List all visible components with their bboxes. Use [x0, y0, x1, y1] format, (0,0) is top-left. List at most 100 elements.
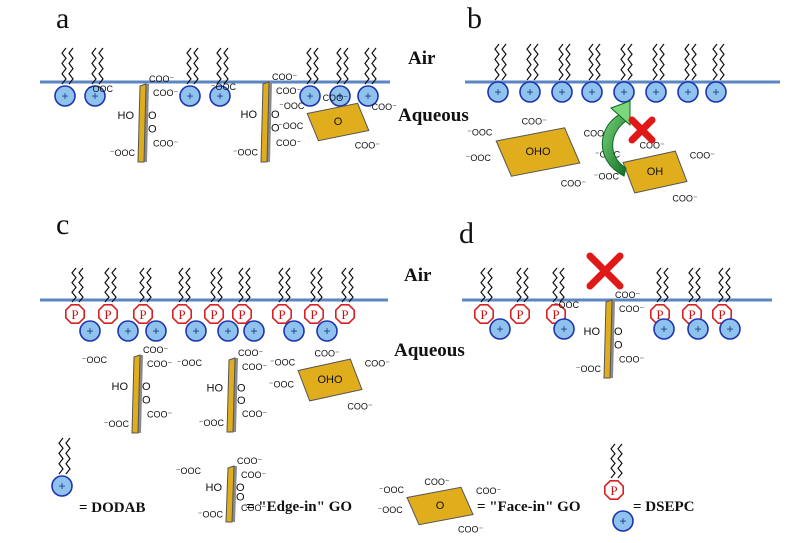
panel-b-face-go-1-coo-bottom: COO⁻ [561, 178, 587, 188]
panel-b-face-go-1-oh: OHO [525, 146, 551, 158]
panel-a-dodab-1-tail-2 [68, 47, 74, 85]
panel-c-dsepc-5-tail-2 [217, 267, 223, 303]
panel-d-dsepc-6-letter: P [718, 307, 725, 322]
legend-face-go-label: = "Face-in" GO [477, 499, 581, 515]
panel-c-dodab-head-3-charge: + [152, 324, 159, 338]
legend-dodab-glyph-charge: + [58, 479, 65, 493]
panel-d-dodab-head-1 [489, 318, 511, 340]
labels: a b c d Air Aqueous Air Aqueous = DODAB … [56, 2, 694, 516]
panel-a-edge-go-2-o1: O [271, 109, 280, 121]
panel-b-face-go-1-coo-top: COO⁻ [522, 117, 548, 127]
panel-c-dodab-head-1-charge: + [86, 324, 93, 338]
air-label-bottom: Air [404, 265, 432, 286]
panel-a-face-go-ooc-left: ⁻OOC [279, 101, 305, 111]
panel-d-dsepc-4-tail-1 [656, 267, 662, 303]
panel-d-edge-go-o1: O [614, 326, 623, 338]
legend-dsepc-glyph-head [603, 479, 625, 501]
panel-a-dodab-3-head [179, 85, 201, 107]
legend-edge-go-glyph-coo-top: COO⁻ [237, 456, 263, 466]
panel-b-dodab-1-tail-2 [501, 43, 507, 81]
panel-d-dsepc-1-head [473, 303, 495, 325]
panel-c-dsepc-2-tail-1 [104, 267, 110, 303]
legend-edge-go-glyph-o1: O [236, 482, 245, 494]
legend-dsepc-glyph-letter: P [610, 483, 617, 498]
panel-a-edge-go-2-o2: O [271, 123, 280, 135]
panel-b-dodab-7-charge: + [684, 85, 691, 99]
panel-d-dsepc-4-letter: P [656, 307, 663, 322]
panel-d-dsepc-5-tail-1 [688, 267, 694, 303]
panel-a-dodab-6-head [329, 85, 351, 107]
panel-c-dsepc-5-tail-1 [210, 267, 216, 303]
panel-c-face-go-ooc-left: ⁻OOC [270, 358, 296, 368]
panel-c-edge-go-2-coo-right: COO⁻ [242, 362, 268, 372]
panel-a-dodab-5-tail-1 [306, 47, 312, 85]
legend-edge-go-glyph-ho: HO [206, 482, 223, 494]
panel-a-dodab-5-tail-2 [313, 47, 319, 85]
panel-b-face-go-2-ooc-lower: ⁻OOC [594, 172, 620, 182]
legend-dsepc-counter-ion-charge: + [619, 514, 626, 528]
panel-a-dodab-4-charge: + [216, 89, 223, 103]
panel-d-dsepc-2-tail-2 [523, 267, 529, 303]
panel-b-face-go-2-oh: OH [647, 166, 664, 178]
panel-a-dodab-7-head [357, 85, 379, 107]
panel-b-dodab-4-tail-2 [595, 43, 601, 81]
legend-face-go-glyph-coo-top: COO⁻ [424, 477, 450, 487]
arrows-and-crosses [586, 100, 656, 290]
panel-c-dsepc-4-letter: P [178, 307, 185, 322]
panel-c-dsepc-7-tail-1 [278, 267, 284, 303]
panel-c-face-go-oh: OHO [317, 374, 343, 386]
panel-c-edge-go-2-coo-top: COO⁻ [238, 348, 264, 358]
desorption-arrowhead [610, 100, 631, 127]
panel-c-dodab-head-8 [316, 320, 338, 342]
panel-a-dodab-7-charge: + [364, 89, 371, 103]
panel-c-dsepc-6-letter: P [238, 307, 245, 322]
panel-d-dsepc-5-tail-2 [695, 267, 701, 303]
panel-c-edge-go-2-sheet [226, 357, 236, 433]
panel-d-dodab-head-3-charge: + [660, 322, 667, 336]
panel-b-dodab-8-charge: + [712, 85, 719, 99]
panel-c-dodab-head-5-charge: + [224, 324, 231, 338]
panel-c-dodab-head-2-charge: + [124, 324, 131, 338]
panel-d-edge-go-ooc-left: ⁻OOC [554, 300, 580, 310]
panel-a-edge-go-1-sheet [137, 83, 147, 163]
panel-c-dsepc-1-tail-1 [71, 267, 77, 303]
panel-d-edge-go-coo-top: COO⁻ [615, 290, 641, 300]
legend-edge-go-label: = "Edge-in" GO [246, 499, 352, 515]
legend-dsepc-glyph-tail-1 [610, 443, 616, 479]
panel-a-dodab-1-tail-1 [61, 47, 67, 85]
panel-b-dodab-2-tail-2 [533, 43, 539, 81]
panel-c-dsepc-1-letter: P [71, 307, 78, 322]
panel-d-dsepc-1-letter: P [480, 307, 487, 322]
panel-c-dodab-head-7 [283, 320, 305, 342]
panel-c-dodab-head-5 [217, 320, 239, 342]
panel-c-dsepc-8-letter: P [310, 307, 317, 322]
panel-a-edge-go-2-ho: HO [241, 109, 258, 121]
legend-dsepc-label: = DSEPC [633, 499, 694, 515]
panel-b-face-go-1-ooc-left: ⁻OOC [467, 127, 493, 137]
panel-c-dsepc-4-tail-2 [185, 267, 191, 303]
panel-c-dsepc-3-letter: P [139, 307, 146, 322]
panel-a-dodab-7-tail-2 [371, 47, 377, 85]
panel-b-dodab-2-charge: + [526, 85, 533, 99]
panel-d-dodab-head-4-charge: + [694, 322, 701, 336]
legend-dodab-glyph-head [51, 475, 73, 497]
panel-c-dsepc-6-head [232, 303, 252, 325]
panel-d-edge-go-ho: HO [584, 326, 601, 338]
panel-c-edge-go-2-coo-low: COO⁻ [242, 409, 268, 419]
panel-a-edge-go-1-ooc-bottom: ⁻OOC [110, 148, 136, 158]
panel-d-dodab-head-4 [687, 318, 709, 340]
panel-c-edge-go-1-sheet [131, 354, 141, 434]
panel-c-dsepc-7-head [271, 303, 293, 325]
panel-c-face-go-ooc-lower: ⁻OOC [269, 380, 295, 390]
panel-b-dodab-4-charge: + [588, 85, 595, 99]
panel-c-dsepc-1-head [65, 303, 85, 325]
panel-d-edge-go-sheet [603, 299, 613, 379]
panel-c-edge-go-2-ooc-bottom: ⁻OOC [199, 418, 225, 428]
panel-b-dodab-8-head [705, 81, 727, 103]
panel-d-dodab-head-2 [553, 318, 575, 340]
panel-d-dodab-head-3 [653, 318, 675, 340]
blocked-adsorption-cross-b [628, 116, 656, 144]
panel-label-a: a [56, 2, 69, 35]
panel-a-dodab-2-tail-1 [91, 47, 97, 85]
